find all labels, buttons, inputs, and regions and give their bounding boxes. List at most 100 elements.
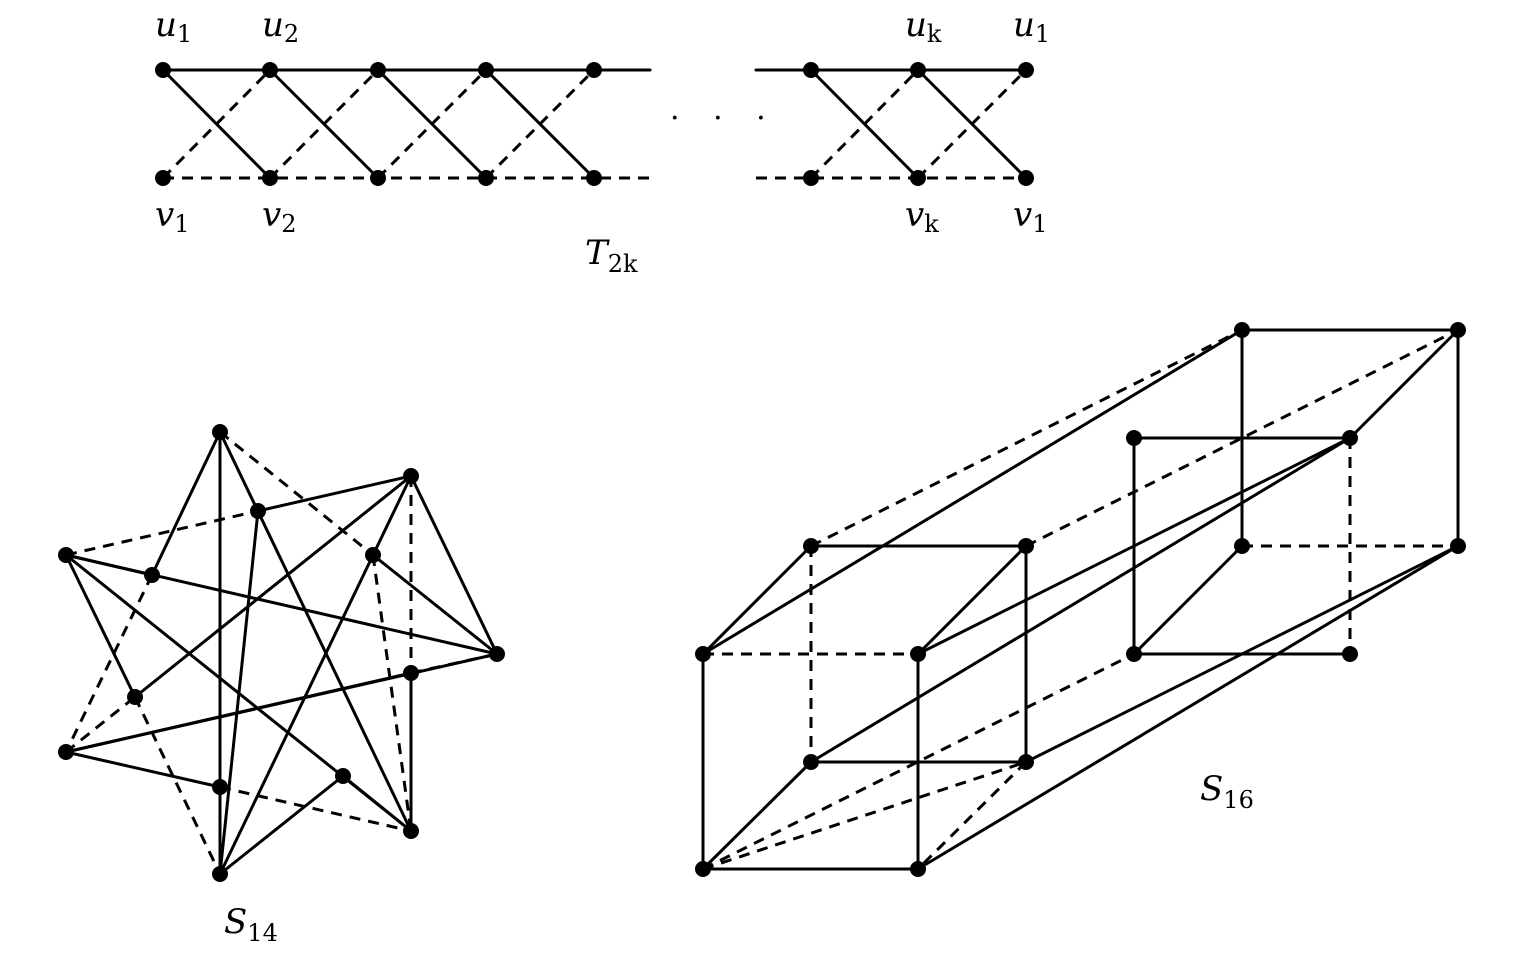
solid-edge — [1348, 328, 1460, 440]
solid-edge — [64, 671, 413, 754]
s14-graph — [58, 424, 505, 882]
vertex — [212, 866, 228, 882]
vertex — [335, 768, 351, 784]
vertex — [1342, 646, 1358, 662]
caption-s16: S16 — [1200, 769, 1254, 814]
label-v2: v2 — [262, 195, 297, 238]
vertex — [489, 646, 505, 662]
solid-edge — [64, 553, 154, 577]
vertex-v — [910, 170, 926, 186]
solid-edge — [916, 544, 1460, 871]
solid-edge — [218, 430, 413, 833]
caption-t2k: T2k — [585, 233, 638, 278]
solid-edge — [133, 474, 413, 699]
vertex — [403, 823, 419, 839]
solid-edge — [341, 774, 413, 833]
vertex-u — [1018, 62, 1034, 78]
vertex-u — [910, 62, 926, 78]
vertex-v — [586, 170, 602, 186]
label-vk: vk — [905, 195, 939, 238]
solid-edge — [701, 544, 813, 656]
cross-edge-dashed — [268, 68, 380, 180]
dashed-edge — [371, 554, 413, 832]
solid-edge — [256, 474, 413, 513]
cross-edge-dashed — [809, 68, 920, 180]
vertex-v — [370, 170, 386, 186]
vertex — [1018, 754, 1034, 770]
solid-edge — [218, 774, 345, 876]
cross-edge-dashed — [916, 68, 1028, 180]
solid-edge — [64, 553, 137, 699]
vertex — [695, 861, 711, 877]
label-u1-left: u1 — [155, 5, 192, 48]
dashed-edge — [133, 696, 222, 875]
solid-edge — [64, 750, 222, 789]
vertex — [1126, 430, 1142, 446]
dashed-edge — [219, 430, 374, 557]
dashed-edge — [702, 652, 1135, 871]
caption-s14: S14 — [224, 902, 278, 947]
solid-edge — [809, 436, 1352, 764]
vertex — [695, 646, 711, 662]
s16-graph — [695, 322, 1466, 877]
vertex — [1450, 322, 1466, 338]
label-v1-left: v1 — [155, 195, 190, 238]
solid-edge — [1132, 544, 1244, 656]
dashed-edge — [410, 652, 498, 675]
cross-edge-dashed — [161, 68, 272, 180]
vertex — [1342, 430, 1358, 446]
vertex-u — [478, 62, 494, 78]
dashed-edge — [64, 574, 154, 753]
vertex — [250, 503, 266, 519]
vertex — [910, 646, 926, 662]
label-u2: u2 — [262, 5, 299, 48]
solid-edge — [916, 436, 1352, 656]
t2k-graph — [155, 62, 1034, 186]
vertex-u — [262, 62, 278, 78]
label-u1-right: u1 — [1013, 5, 1050, 48]
vertex — [403, 468, 419, 484]
dashed-edge — [65, 509, 259, 557]
solid-edge — [1024, 544, 1460, 764]
vertex — [127, 689, 143, 705]
vertex-u — [586, 62, 602, 78]
vertex-v — [803, 170, 819, 186]
solid-edge — [701, 328, 1244, 656]
dashed-edge — [1025, 328, 1459, 548]
vertex — [803, 754, 819, 770]
solid-edge — [218, 474, 413, 876]
vertex-u — [370, 62, 386, 78]
vertex-v — [478, 170, 494, 186]
ellipsis: · · · — [670, 101, 778, 136]
vertex — [403, 665, 419, 681]
vertex-u — [803, 62, 819, 78]
cross-edge-dashed — [484, 68, 596, 180]
vertex — [1450, 538, 1466, 554]
vertex-v — [1018, 170, 1034, 186]
label-uk: uk — [905, 5, 942, 48]
label-v1-right: v1 — [1013, 195, 1048, 238]
vertex — [144, 567, 160, 583]
vertex — [365, 547, 381, 563]
solid-edge — [150, 430, 222, 577]
solid-edge — [409, 474, 499, 656]
dashed-edge — [65, 695, 136, 754]
solid-edge — [701, 760, 813, 871]
dashed-edge — [810, 328, 1243, 548]
vertex — [1234, 538, 1250, 554]
vertex-v — [155, 170, 171, 186]
vertex — [58, 547, 74, 563]
dashed-edge — [916, 760, 1028, 871]
vertex — [212, 779, 228, 795]
solid-edge — [371, 553, 499, 656]
dashed-edge — [702, 760, 1027, 871]
vertex — [1018, 538, 1034, 554]
vertex-v — [262, 170, 278, 186]
vertex — [910, 861, 926, 877]
vertex — [58, 744, 74, 760]
vertex — [212, 424, 228, 440]
dashed-edge — [219, 785, 412, 833]
vertex — [1126, 646, 1142, 662]
solid-edge — [916, 544, 1028, 656]
